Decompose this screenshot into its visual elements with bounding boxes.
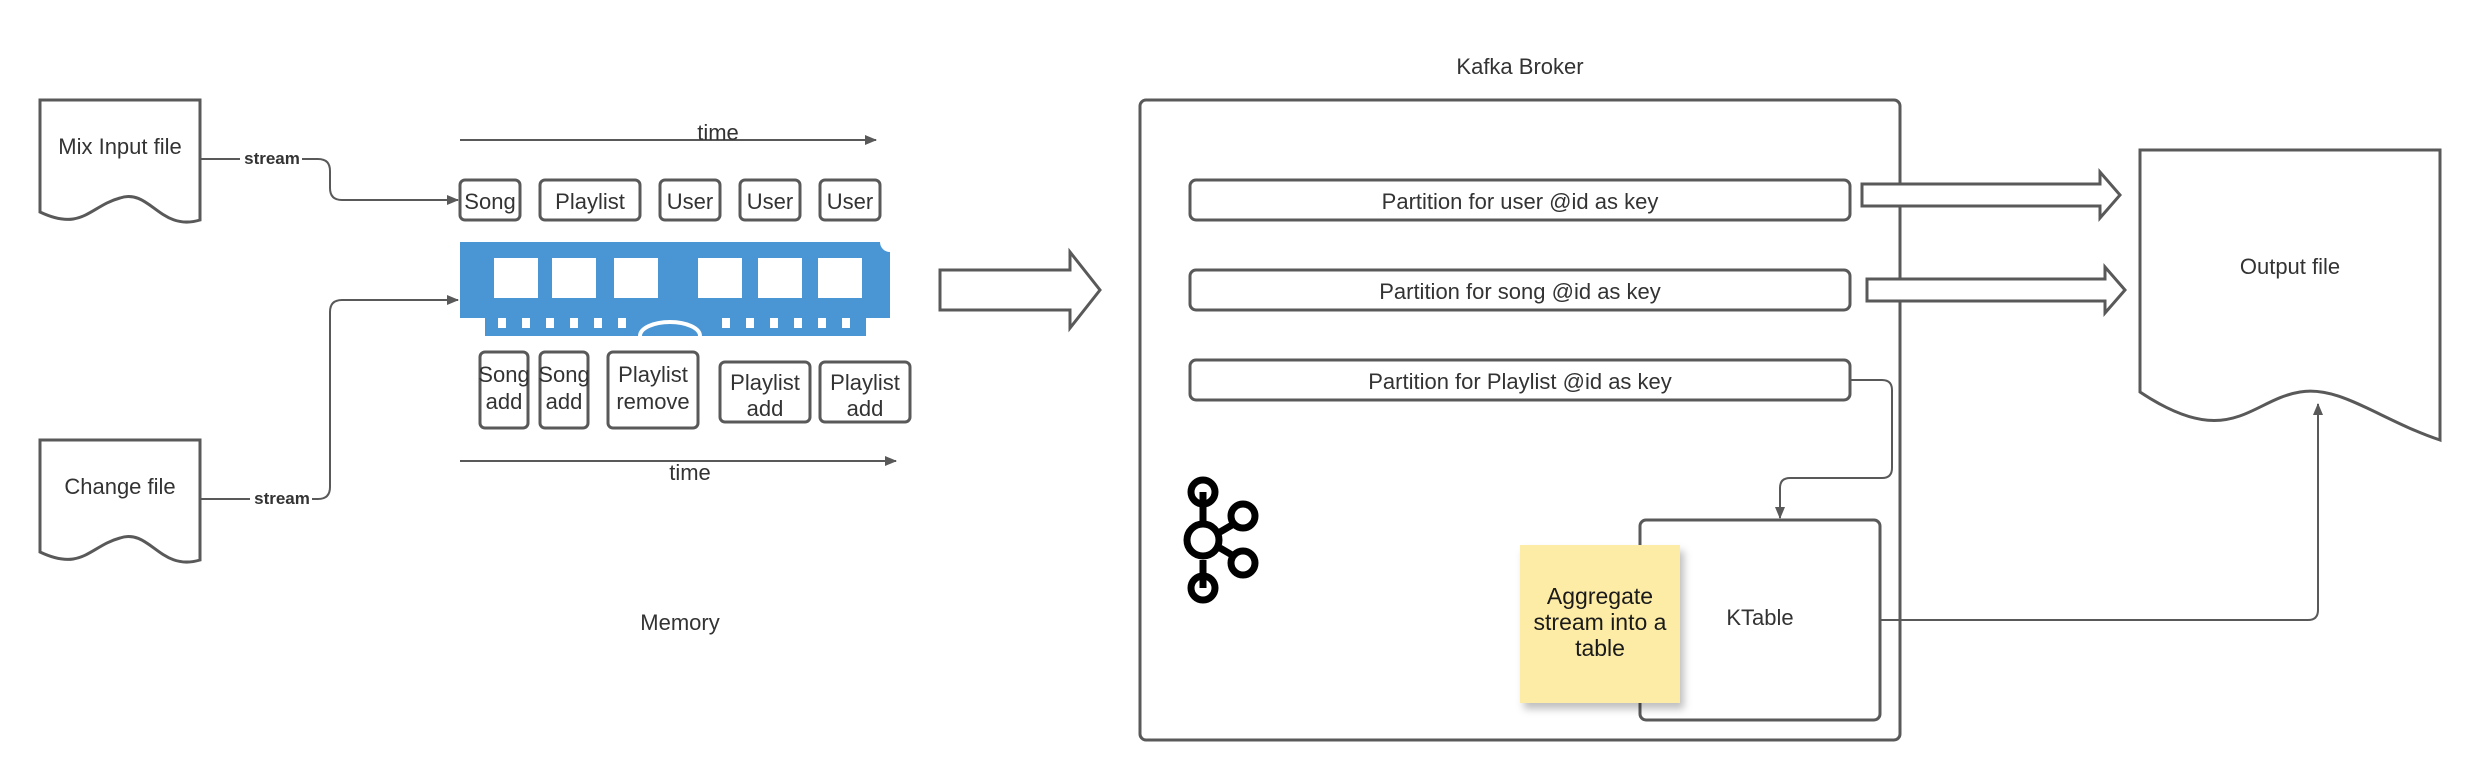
stream-label-top: stream (244, 149, 300, 168)
svg-text:Playlist: Playlist (730, 370, 800, 395)
partition-playlist: Partition for Playlist @id as key (1188, 358, 1852, 402)
mix-input-file-doc: Mix Input file (38, 98, 202, 224)
svg-text:table: table (1575, 635, 1625, 661)
svg-text:add: add (546, 389, 583, 414)
partition-song: Partition for song @id as key (1188, 268, 1852, 312)
stream-connector-top (200, 158, 459, 205)
stream-connector-bottom (200, 295, 459, 500)
change-file-doc: Change file (38, 438, 202, 564)
bottom-record-0: Song add (478, 350, 530, 430)
svg-text:Playlist: Playlist (555, 189, 625, 214)
svg-text:stream into a: stream into a (1534, 609, 1667, 635)
svg-text:User: User (747, 189, 793, 214)
svg-text:Partition for user @id as key: Partition for user @id as key (1382, 189, 1659, 214)
kafka-logo-icon (1183, 476, 1259, 604)
ktable-to-output-connector (1880, 403, 2323, 621)
svg-text:add: add (747, 396, 784, 421)
user-partition-output-arrow (1860, 167, 2122, 223)
song-partition-output-arrow (1865, 262, 2127, 318)
memory-to-broker-arrow (938, 247, 1102, 333)
partition-user: Partition for user @id as key (1188, 178, 1852, 222)
svg-text:User: User (667, 189, 713, 214)
top-record-2: User (658, 178, 722, 222)
ram-memory-icon (460, 242, 890, 337)
bottom-record-1: Song add (538, 350, 590, 430)
svg-text:User: User (827, 189, 873, 214)
svg-text:Playlist: Playlist (618, 362, 688, 387)
memory-caption: Memory (640, 610, 719, 635)
svg-text:Partition for Playlist @id as: Partition for Playlist @id as key (1368, 369, 1672, 394)
output-file-doc: Output file (2138, 148, 2442, 443)
top-record-3: User (738, 178, 802, 222)
svg-text:Partition for song @id as key: Partition for song @id as key (1379, 279, 1661, 304)
change-file-label: Change file (64, 474, 175, 499)
ktable-label: KTable (1726, 605, 1793, 630)
stream-label-bottom: stream (254, 489, 310, 508)
svg-text:Song: Song (538, 362, 589, 387)
mix-input-file-label: Mix Input file (58, 134, 182, 159)
bottom-record-4: Playlist add (818, 360, 912, 424)
top-record-0: Song (458, 178, 522, 222)
ktable-box: KTable (1638, 518, 1882, 722)
svg-text:Aggregate: Aggregate (1547, 583, 1653, 609)
output-file-label: Output file (2240, 254, 2340, 279)
broker-title: Kafka Broker (1456, 54, 1583, 79)
top-record-4: User (818, 178, 882, 222)
bottom-record-2: Playlist remove (606, 350, 700, 430)
svg-text:Song: Song (478, 362, 529, 387)
svg-text:add: add (486, 389, 523, 414)
svg-text:add: add (847, 396, 884, 421)
bottom-record-3: Playlist add (718, 360, 812, 424)
top-record-1: Playlist (538, 178, 642, 222)
aggregate-note: Aggregate stream into a table (1520, 545, 1680, 703)
time-label-bottom: time (669, 460, 711, 485)
playlist-to-ktable-connector (1775, 379, 1893, 519)
svg-text:remove: remove (616, 389, 689, 414)
svg-text:Playlist: Playlist (830, 370, 900, 395)
time-label-top: time (697, 120, 739, 145)
svg-text:Song: Song (464, 189, 515, 214)
